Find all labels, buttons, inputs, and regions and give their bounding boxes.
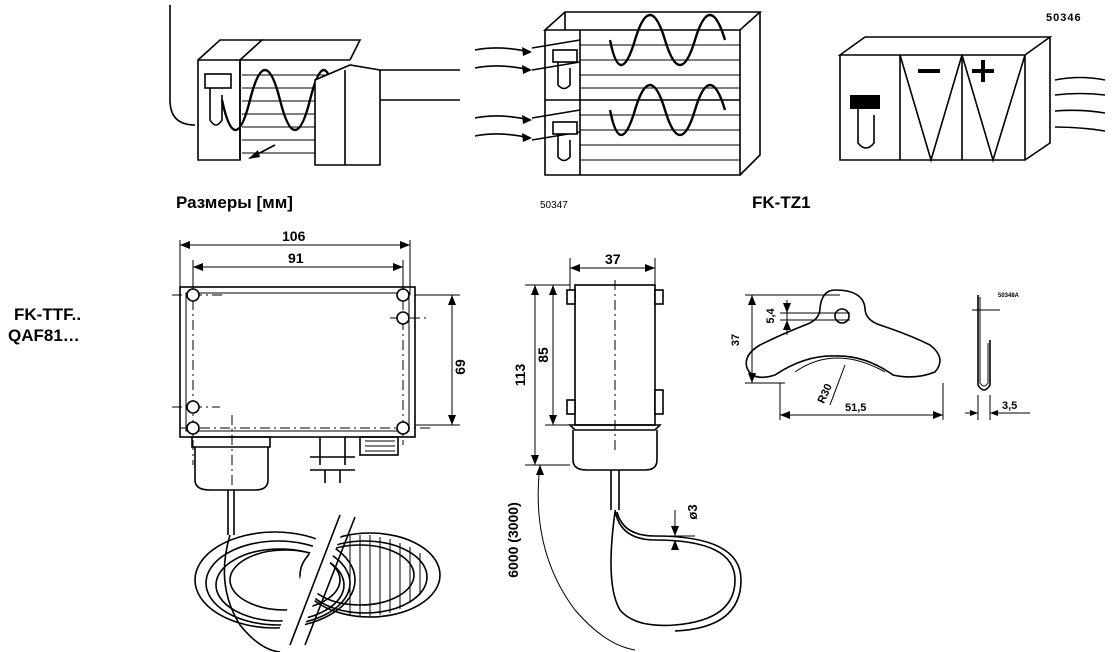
clip-front-view: 37 5,4 R30 51,5 [730,289,944,420]
dim-clip-width: 51,5 [845,402,866,414]
dim-width-holes: 91 [288,250,304,266]
dim-capillary-length: 6000 (3000) [505,502,521,578]
dim-width-total: 106 [282,228,306,244]
figure-code-middle: 50347 [540,200,568,211]
figure-code-top: 50346 [1046,12,1082,24]
dim-clip-radius: R30 [816,382,835,405]
tz1-title: FK-TZ1 [752,193,811,212]
figure-code-clip: 50348A [998,293,1020,299]
housing-side-view: 37 113 85 6000 (3000) ø3 [505,251,742,651]
dim-height: 69 [452,359,468,375]
dim-side-height-body: 85 [535,347,551,363]
dim-capillary-diameter: ø3 [685,504,700,519]
install-illustration-heater-control [837,36,1106,163]
install-illustration-serpentine [169,5,460,166]
install-illustration-double-coil [474,11,763,176]
dim-clip-thickness: 3,5 [1002,400,1017,412]
housing-front-view: 106 91 69 [172,228,468,652]
device-label-fk-ttf: FK-TTF.. [14,305,82,324]
dim-side-width: 37 [605,251,621,267]
dim-clip-hole-offset: 5,4 [765,307,777,323]
dim-side-height-total: 113 [512,363,528,386]
dim-clip-height: 37 [730,334,742,346]
dimensions-title: Размеры [мм] [176,193,293,212]
device-label-qaf81: QAF81… [8,326,80,345]
clip-side-view: 3,5 [965,295,1030,420]
